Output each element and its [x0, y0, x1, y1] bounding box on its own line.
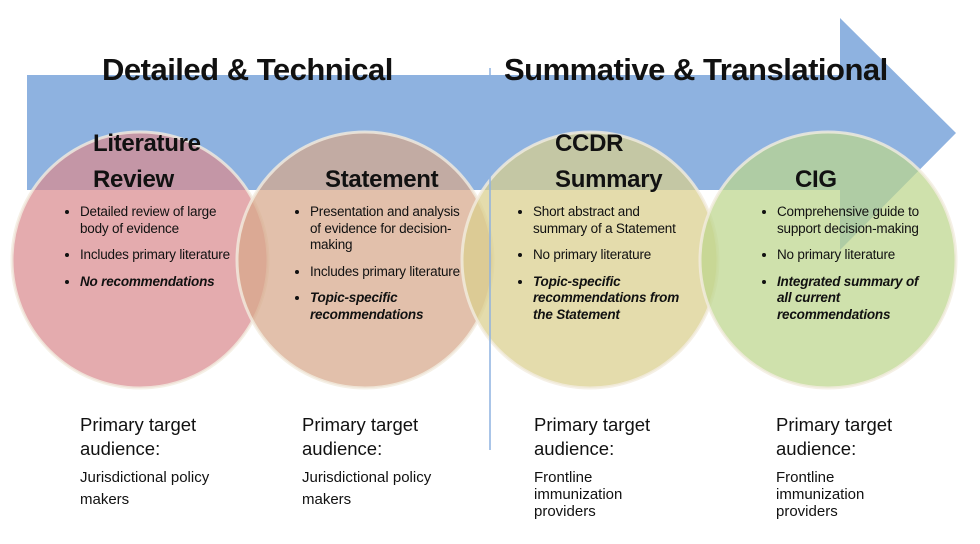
section-heading-summative: Summative & Translational — [504, 52, 888, 87]
audience-value: Frontline immunization providers — [776, 469, 865, 520]
stage-title-line — [795, 126, 837, 162]
stage-bullet: Short abstract and summary of a Statemen… — [533, 204, 693, 237]
audience-block: Primary target audience: Jurisdictional … — [80, 413, 250, 511]
stage-bullet-list: Detailed review of large body of evidenc… — [66, 204, 240, 300]
stage-bullet: Presentation and analysis of evidence fo… — [310, 204, 470, 254]
stage-bullet-list: Short abstract and summary of a Statemen… — [519, 204, 693, 333]
stage-title: CIG — [795, 126, 837, 198]
stage-bullet: Topic-specific recommendations — [310, 290, 470, 323]
audience-label: Primary target audience: — [80, 414, 197, 459]
stage-title: Statement — [325, 126, 439, 198]
stage-bullet: Includes primary literature — [80, 247, 240, 264]
stage-title-line: CIG — [795, 166, 837, 193]
stage-title-line: Literature — [93, 130, 201, 157]
stage-title: CCDR Summary — [555, 126, 663, 198]
audience-value: Frontline immunization providers — [534, 469, 623, 520]
stage-bullet: Includes primary literature — [310, 264, 470, 281]
stage-bullet: No recommendations — [80, 274, 240, 291]
audience-value: Jurisdictional policy makers — [80, 469, 210, 508]
stage-bullet: Topic-specific recommendations from the … — [533, 274, 693, 324]
stage-bullet: No primary literature — [777, 247, 927, 264]
stage-bullet-list: Presentation and analysis of evidence fo… — [296, 204, 470, 333]
stage-circle-4 — [698, 130, 958, 390]
audience-label: Primary target audience: — [302, 414, 419, 459]
stage-bullet: Comprehensive guide to support decision-… — [777, 204, 927, 237]
stage-bullet: No primary literature — [533, 247, 693, 264]
section-heading-detailed: Detailed & Technical — [102, 52, 393, 87]
stage-title-line: Statement — [325, 166, 439, 193]
progress-arrow — [27, 18, 956, 250]
audience-block: Primary target audience: Frontline immun… — [534, 413, 664, 520]
stage-title-line — [325, 126, 438, 162]
stage-bullet: Integrated summary of all current recomm… — [777, 274, 927, 324]
audience-value: Jurisdictional policy makers — [302, 469, 432, 508]
stage-title-line: Review — [93, 166, 174, 193]
stage-title-line: Summary — [555, 166, 663, 193]
audience-label: Primary target audience: — [776, 414, 893, 459]
stage-bullet: Detailed review of large body of evidenc… — [80, 204, 240, 237]
audience-block: Primary target audience: Jurisdictional … — [302, 413, 472, 511]
audience-label: Primary target audience: — [534, 414, 651, 459]
stage-title-line: CCDR — [555, 130, 624, 157]
stage-bullet-list: Comprehensive guide to support decision-… — [763, 204, 927, 333]
audience-block: Primary target audience: Frontline immun… — [776, 413, 906, 520]
stage-title: Literature Review — [93, 126, 201, 198]
